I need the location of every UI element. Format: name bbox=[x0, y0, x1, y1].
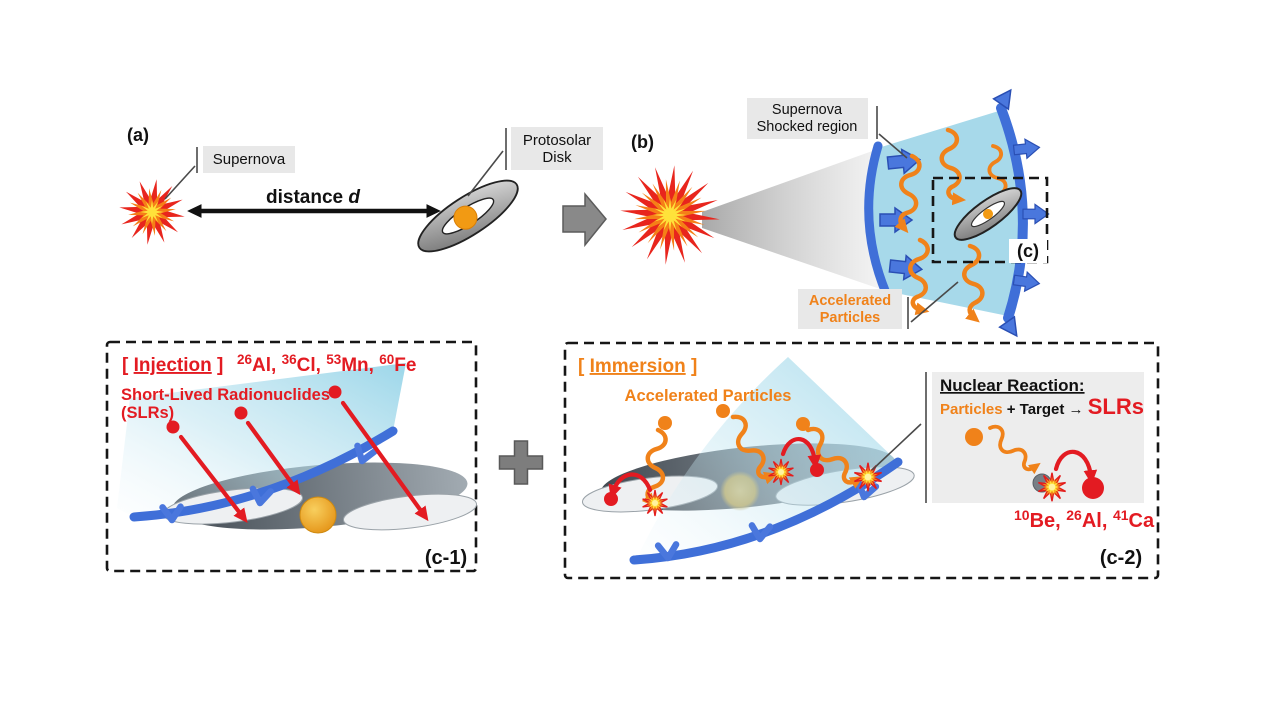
slr-product-dot bbox=[810, 463, 824, 477]
supernova-callout-line bbox=[164, 165, 196, 200]
inset-particle-dot bbox=[965, 428, 983, 446]
inset-slr-dot bbox=[1082, 477, 1104, 499]
protosolar-disk-label-box bbox=[511, 127, 603, 170]
shock-tip-icon bbox=[998, 316, 1025, 342]
panel-a-label: (a) bbox=[127, 125, 149, 145]
slr-particle-dot bbox=[166, 420, 180, 434]
inset-callout-line bbox=[871, 423, 922, 471]
accelerated-particle-dot bbox=[658, 416, 672, 430]
panel-a: (a) Supernova distance d Protosolar Disk bbox=[119, 125, 603, 253]
c2-border bbox=[563, 341, 1160, 580]
shock-front-left bbox=[864, 141, 891, 298]
accelerated-particles-label-1: Accelerated bbox=[809, 293, 891, 309]
supernova-label: Supernova bbox=[213, 151, 286, 168]
c2-shock-wedge bbox=[636, 357, 898, 560]
protosolar-disk-label-2: Disk bbox=[542, 149, 572, 166]
plus-icon bbox=[498, 440, 544, 485]
inset-c-label: (c) bbox=[1017, 241, 1039, 261]
ejecta-cone bbox=[702, 149, 886, 291]
shocked-region-label-1: Supernova bbox=[772, 102, 843, 118]
c1-title: [ Injection ] bbox=[122, 355, 223, 376]
inset-c-box bbox=[931, 176, 1049, 264]
c2-product-list: 10Be, 26Al, 41Ca bbox=[1014, 507, 1155, 532]
accelerated-particle-dot bbox=[796, 417, 810, 431]
disk-callout-line bbox=[467, 150, 504, 197]
slr-product-arrow bbox=[780, 436, 822, 470]
c1-isotope-list: 26Al, 36Cl, 53Mn, 60Fe bbox=[237, 352, 416, 376]
injection-arrow bbox=[245, 420, 301, 496]
protosolar-disk-icon bbox=[417, 179, 519, 253]
c1-protostar-icon bbox=[299, 496, 337, 534]
supernova-label-box bbox=[203, 146, 295, 173]
inset-slr-arrow bbox=[1053, 449, 1098, 485]
supernova-burst-icon bbox=[620, 165, 720, 265]
nuclear-reaction-equation: Particles + Target → SLRs bbox=[940, 394, 1144, 419]
c2-label: (c-2) bbox=[1100, 547, 1142, 569]
accelerated-particle-dot bbox=[716, 404, 730, 418]
slr-product-dot bbox=[604, 492, 618, 506]
panel-c1: [ Injection ] 26Al, 36Cl, 53Mn, 60Fe Sho… bbox=[105, 340, 478, 573]
panel-b-label: (b) bbox=[631, 132, 654, 152]
c2-title: [ Immersion ] bbox=[578, 356, 697, 377]
embedded-disk-icon bbox=[953, 187, 1023, 241]
c1-slr-line-2: (SLRs) bbox=[121, 404, 174, 422]
protosolar-disk-label-1: Protosolar bbox=[523, 132, 591, 149]
distance-label: distance d bbox=[266, 187, 360, 208]
shocked-region-label-2: Shocked region bbox=[757, 119, 858, 135]
supernova-icon bbox=[119, 179, 185, 245]
slr-particle-dot bbox=[234, 406, 248, 420]
injection-arrow bbox=[178, 434, 248, 523]
panel-c2: Nuclear Reaction: Particles + Target → S… bbox=[563, 341, 1160, 580]
accelerated-particles-label-2: Particles bbox=[820, 310, 880, 326]
c1-slr-line-1: Short-Lived Radionuclides bbox=[121, 386, 330, 404]
c1-label: (c-1) bbox=[425, 547, 467, 569]
slr-particle-dot bbox=[328, 385, 342, 399]
next-step-arrow-icon bbox=[562, 191, 607, 248]
shocked-region-label-box bbox=[747, 98, 868, 139]
panel-b: (b) (c) Supernova Sh bbox=[620, 84, 1050, 342]
c2-accelerated-particles-label: Accelerated Particles bbox=[625, 387, 792, 405]
injection-arrow bbox=[340, 400, 429, 522]
nuclear-reaction-title: Nuclear Reaction: bbox=[940, 376, 1085, 395]
c1-border bbox=[105, 340, 478, 573]
slr-product-arrow bbox=[608, 472, 653, 500]
accelerated-particles-label-box bbox=[798, 289, 902, 329]
